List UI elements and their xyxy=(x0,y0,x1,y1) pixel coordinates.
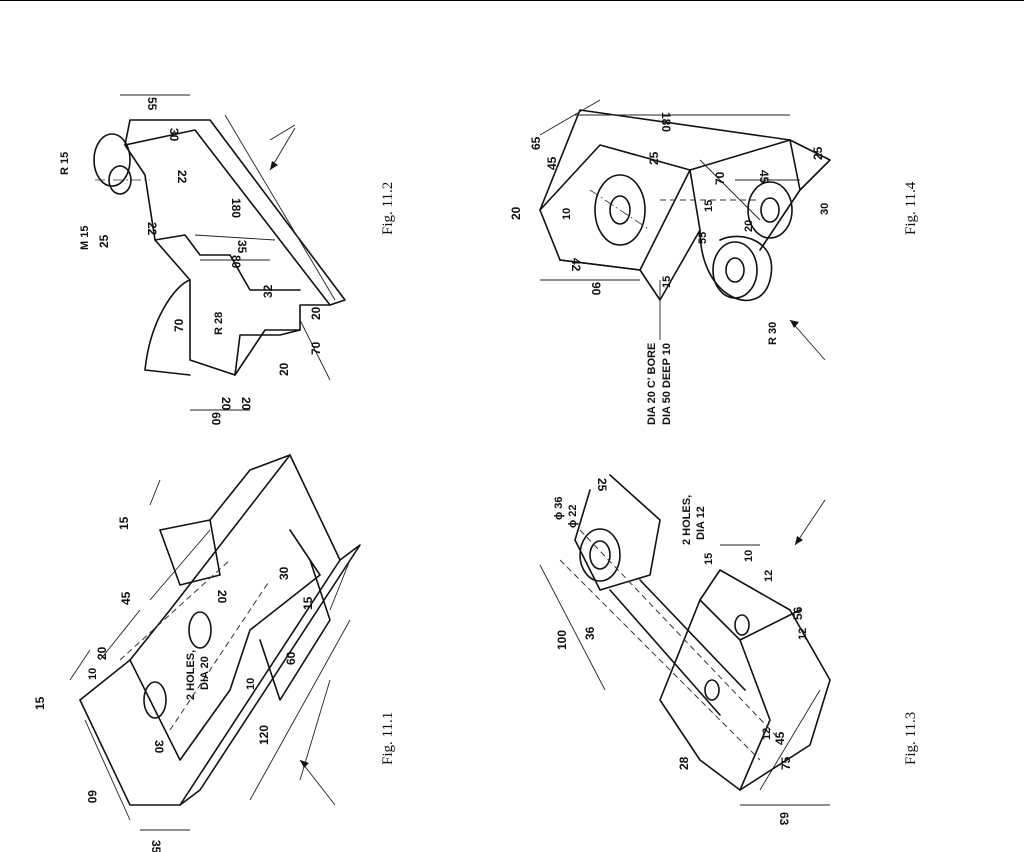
fig-11-4-dim-15-b: 15 xyxy=(661,276,673,288)
fig-11-3-dim-15: 15 xyxy=(703,553,715,565)
fig-11-2-dim-55: 55 xyxy=(145,97,159,111)
fig-11-1-dim-30-a: 30 xyxy=(152,740,166,754)
fig-11-2-dim-30: 30 xyxy=(167,128,181,142)
fig-11-4-dim-30: 30 xyxy=(819,203,831,215)
fig-11-2-label-r15: R 15 xyxy=(59,152,71,175)
fig-11-3-dim-25: 25 xyxy=(595,478,609,492)
fig-11-4-dim-25-b: 25 xyxy=(811,146,825,160)
fig-11-3-dim-36: 36 xyxy=(583,626,597,640)
fig-11-2-dim-180: 180 xyxy=(229,198,243,218)
fig-11-2-dim-20-d: 20 xyxy=(239,397,253,411)
fig-11-4-dimension-labels: 65 180 20 45 25 10 25 45 70 15 55 30 20 … xyxy=(509,112,831,425)
fig-11-2-dim-20-c: 20 xyxy=(219,397,233,411)
fig-11-1-caption: Fig. 11.1 xyxy=(380,712,396,765)
fig-11-3-caption: Fig. 11.3 xyxy=(903,712,919,765)
fig-11-2-dim-80: 80 xyxy=(229,255,243,269)
fig-11-4-label-cbore: DIA 20 C' BORE xyxy=(646,343,658,425)
fig-11-4-label-r30: R 30 xyxy=(767,322,779,345)
fig-11-2-dim-32: 32 xyxy=(261,284,275,298)
fig-11-2-label-m15: M 15 xyxy=(79,226,91,250)
fig-11-4-label-deep: DIA 50 DEEP 10 xyxy=(661,343,673,425)
fig-11-1-dim-60-a: 60 xyxy=(85,790,99,804)
fig-11-3-dim-75: 75 xyxy=(779,756,793,770)
fig-11-4-dim-90: 90 xyxy=(589,282,603,296)
fig-11-3-dim-12-b: 12 xyxy=(797,628,809,640)
fig-11-2-label-r28: R 28 xyxy=(213,312,225,335)
fig-11-3-label-dia22: ϕ 22 xyxy=(567,504,579,528)
fig-11-3-part-outline xyxy=(539,474,831,806)
fig-11-3-dim-45: 45 xyxy=(773,731,787,745)
fig-11-3-dim-100: 100 xyxy=(555,630,569,650)
fig-11-2-dim-20-a: 20 xyxy=(309,306,323,320)
fig-11-4-dim-55: 55 xyxy=(697,232,709,244)
fig-11-1-dim-15-c: 15 xyxy=(301,596,315,610)
fig-11-4-dim-20-b: 20 xyxy=(743,220,755,232)
fig-11-3-dim-10: 10 xyxy=(743,550,755,562)
fig-11-4-dim-45-a: 45 xyxy=(545,156,559,170)
fig-11-2-part-outline xyxy=(93,94,346,411)
fig-11-1-dim-20-a: 20 xyxy=(95,646,109,660)
fig-11-2-dim-70-b: 70 xyxy=(309,341,323,355)
fig-11-1-dim-120: 120 xyxy=(257,725,271,745)
fig-11-1-dim-60-b: 60 xyxy=(284,651,298,665)
fig-11-3-label-dia12: DIA 12 xyxy=(695,506,707,540)
fig-11-4-dim-180: 180 xyxy=(659,112,673,132)
fig-11-4-dim-15-a: 15 xyxy=(703,200,715,212)
fig-11-2-caption: Fig. 11.2 xyxy=(380,182,396,235)
top-rule xyxy=(0,0,1024,1)
fig-11-2-dim-35: 35 xyxy=(235,240,249,254)
fig-11-1-dimension-labels: 15 10 20 45 15 2 HOLES, DIA 20 20 30 60 … xyxy=(33,516,315,852)
fig-11-2-dim-60: 60 xyxy=(209,412,223,426)
fig-11-1-dim-45: 45 xyxy=(119,591,133,605)
fig-11-3-dim-56: 56 xyxy=(791,606,805,620)
fig-11-2-dim-20-b: 20 xyxy=(277,362,291,376)
fig-11-3-dim-12-a: 12 xyxy=(763,570,775,582)
figure-11-3: 25 ϕ 36 ϕ 22 100 36 2 HOLES, DIA 12 15 1… xyxy=(539,474,919,826)
fig-11-4-dim-45-b: 45 xyxy=(757,170,771,184)
fig-11-1-dim-35: 35 xyxy=(149,840,163,852)
fig-11-4-dim-20-a: 20 xyxy=(509,206,523,220)
fig-11-2-dim-70-a: 70 xyxy=(172,318,186,332)
fig-11-3-dim-28: 28 xyxy=(677,756,691,770)
fig-11-4-dim-70: 70 xyxy=(713,171,727,185)
figure-11-2: R 15 M 15 25 55 30 22 22 35 180 80 R 28 … xyxy=(59,94,396,426)
fig-11-3-dim-63: 63 xyxy=(777,812,791,826)
fig-11-1-dim-20-b: 20 xyxy=(215,590,229,604)
fig-11-1-label-dia: DIA 20 xyxy=(199,656,211,690)
fig-11-1-dim-15-a: 15 xyxy=(33,696,47,710)
fig-11-3-dim-12-c: 12 xyxy=(761,728,773,740)
figure-11-1: 15 10 20 45 15 2 HOLES, DIA 20 20 30 60 … xyxy=(33,454,396,852)
fig-11-4-dim-42: 42 xyxy=(569,258,583,272)
fig-11-3-dimension-labels: 25 ϕ 36 ϕ 22 100 36 2 HOLES, DIA 12 15 1… xyxy=(553,478,809,826)
fig-11-1-dim-10-a: 10 xyxy=(87,668,99,680)
fig-11-3-label-dia36: ϕ 36 xyxy=(553,496,565,520)
fig-11-1-dim-15-b: 15 xyxy=(117,516,131,530)
fig-11-2-dim-22-a: 22 xyxy=(175,170,189,184)
fig-11-4-caption: Fig. 11.4 xyxy=(903,181,919,235)
figure-11-4: 65 180 20 45 25 10 25 45 70 15 55 30 20 … xyxy=(509,99,919,425)
fig-11-4-dim-65: 65 xyxy=(529,136,543,150)
fig-11-1-label-holes: 2 HOLES, xyxy=(185,650,197,700)
fig-11-2-dimension-labels: R 15 M 15 25 55 30 22 22 35 180 80 R 28 … xyxy=(59,97,323,426)
fig-11-3-label-holes: 2 HOLES, xyxy=(681,495,693,545)
fig-11-4-dim-10: 10 xyxy=(561,208,573,220)
fig-11-1-dim-10-b: 10 xyxy=(245,678,257,690)
fig-11-2-dim-22-b: 22 xyxy=(145,222,159,236)
fig-11-4-part-outline xyxy=(539,99,831,361)
fig-11-4-dim-25-a: 25 xyxy=(647,151,661,165)
fig-11-2-dim-25: 25 xyxy=(97,234,111,248)
fig-11-1-part-outline xyxy=(69,454,361,831)
fig-11-1-dim-30-b: 30 xyxy=(277,566,291,580)
